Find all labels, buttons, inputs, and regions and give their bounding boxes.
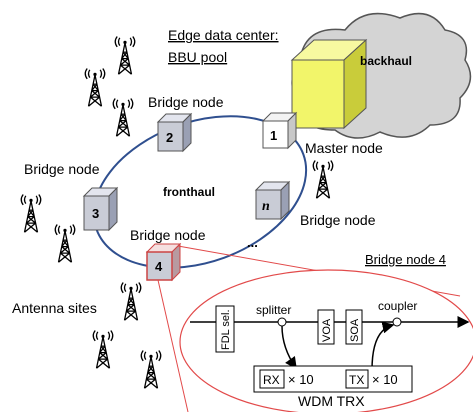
fdl-selector-box (215, 305, 235, 353)
node-1: 1 (261, 111, 298, 150)
fronthaul-label: fronthaul (163, 185, 215, 199)
splitter-symbol (277, 317, 287, 327)
rx-box (259, 369, 285, 389)
fdl-label: FDL sel. (220, 309, 232, 350)
node-4-caption: Bridge node (130, 227, 206, 243)
wdm-trx-label: WDM TRX (298, 393, 365, 409)
backhaul-label: backhaul (360, 54, 412, 68)
edge-dc-title-line1: Edge data center: (168, 27, 279, 43)
soa-label: SOA (349, 318, 361, 342)
node-2-label: 2 (166, 130, 173, 145)
node-2-caption: Bridge node (148, 94, 224, 110)
antenna-sites-label: Antenna sites (12, 300, 97, 316)
antenna-tower-icon (114, 36, 136, 75)
bbu-server-cube (290, 38, 368, 130)
antenna-tower-icon (92, 330, 114, 369)
coupler-symbol (392, 317, 402, 327)
rx-label: RX (263, 373, 280, 387)
coupler-label: coupler (378, 299, 417, 313)
antenna-tower-icon (140, 350, 162, 389)
node-n: n (254, 180, 291, 221)
detail-title: Bridge node 4 (365, 252, 446, 267)
antenna-tower-icon (312, 160, 334, 199)
antenna-tower-icon (84, 68, 106, 107)
tx-multiplier: × 10 (372, 372, 398, 387)
node-n-caption: Bridge node (300, 212, 376, 228)
node-3: 3 (82, 186, 119, 232)
node-3-caption: Bridge node (24, 161, 100, 177)
node-n-label: n (262, 199, 270, 214)
node-2: 2 (156, 112, 193, 153)
tx-label: TX (349, 373, 364, 387)
master-node-caption: Master node (305, 140, 383, 156)
antenna-tower-icon (112, 98, 134, 137)
node-1-label: 1 (270, 128, 277, 143)
splitter-label: splitter (256, 303, 291, 317)
edge-dc-title-line2: BBU pool (168, 49, 227, 65)
voa-label: VOA (321, 318, 333, 342)
rx-multiplier: × 10 (288, 372, 314, 387)
ring-ellipsis: ... (247, 235, 258, 250)
node-4-label: 4 (155, 259, 163, 274)
tx-box (345, 369, 369, 389)
soa-box (345, 309, 363, 345)
antenna-tower-icon (120, 282, 142, 321)
antenna-tower-icon (54, 224, 76, 263)
node-3-label: 3 (92, 206, 99, 221)
antenna-tower-icon (20, 194, 42, 233)
voa-box (317, 309, 335, 345)
node-4: 4 (145, 242, 182, 282)
